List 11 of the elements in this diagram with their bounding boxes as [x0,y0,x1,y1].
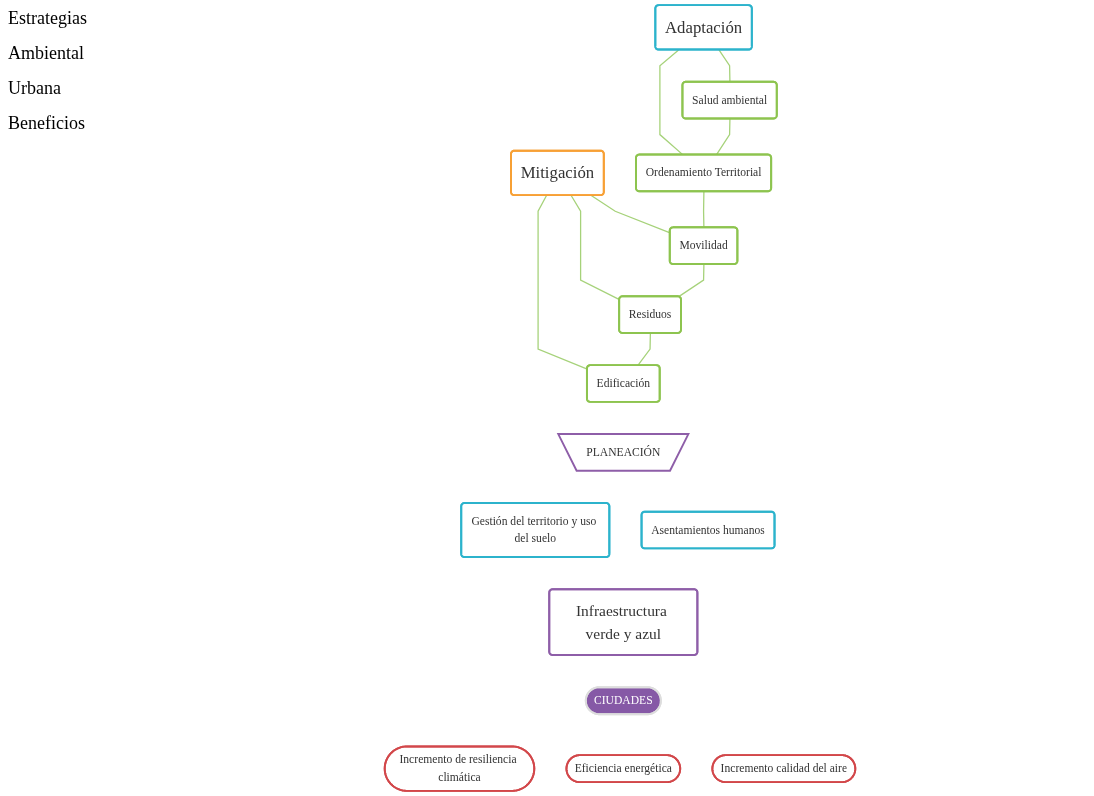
connector [718,49,731,83]
connector [659,49,684,156]
note-label: Ambiental [8,43,85,64]
connector [678,263,705,298]
connector [715,118,731,156]
note-label: Beneficios [8,113,86,134]
connector [537,194,588,370]
note-label: Estrategias [8,8,88,29]
connector [637,332,652,367]
connector [702,190,705,229]
note-label: Urbana [8,78,62,99]
